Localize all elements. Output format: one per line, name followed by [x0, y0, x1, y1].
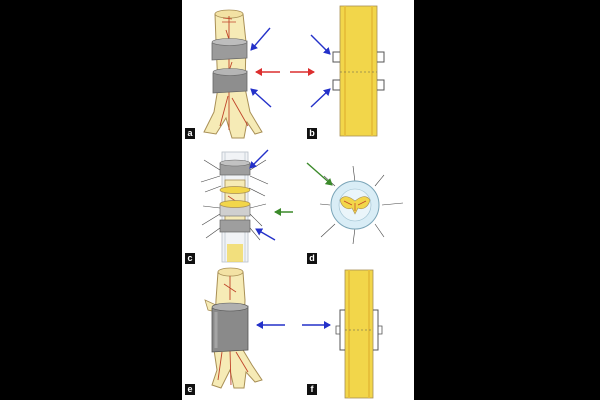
panel-label-f: f: [307, 384, 317, 395]
panel-c-sutures: [200, 159, 269, 241]
panel-d-arrow-green: [306, 162, 333, 186]
panel-a-cuff-lower: [212, 68, 248, 94]
panel-e-illustration: [204, 267, 285, 389]
panel-a-arrow-upper: [250, 27, 271, 51]
panel-b-arrow-upper: [310, 34, 331, 55]
panel-a-cuff-upper: [211, 38, 248, 61]
panel-b-arrow-lower: [310, 88, 331, 108]
panel-b-illustration: [310, 5, 385, 137]
panel-a-illustration: [203, 9, 272, 139]
panel-c-illustration: [200, 149, 293, 263]
panel-c-arrow-upper: [249, 149, 269, 169]
panel-label-a: a: [185, 128, 195, 139]
panel-d-illustration: [306, 162, 404, 245]
panel-c-arrow-lower: [255, 228, 276, 241]
panel-f-illustration: [302, 269, 383, 399]
panel-c-cuff-upper: [219, 159, 251, 194]
panel-label-d: d: [307, 253, 317, 264]
panel-c-cuff-lower: [219, 200, 251, 233]
panel-label-c: c: [185, 253, 195, 264]
panel-label-b: b: [307, 128, 317, 139]
panel-e-cuff: [211, 302, 249, 353]
panel-a-arrow-lower: [250, 88, 272, 108]
panel-label-e: e: [185, 384, 195, 395]
